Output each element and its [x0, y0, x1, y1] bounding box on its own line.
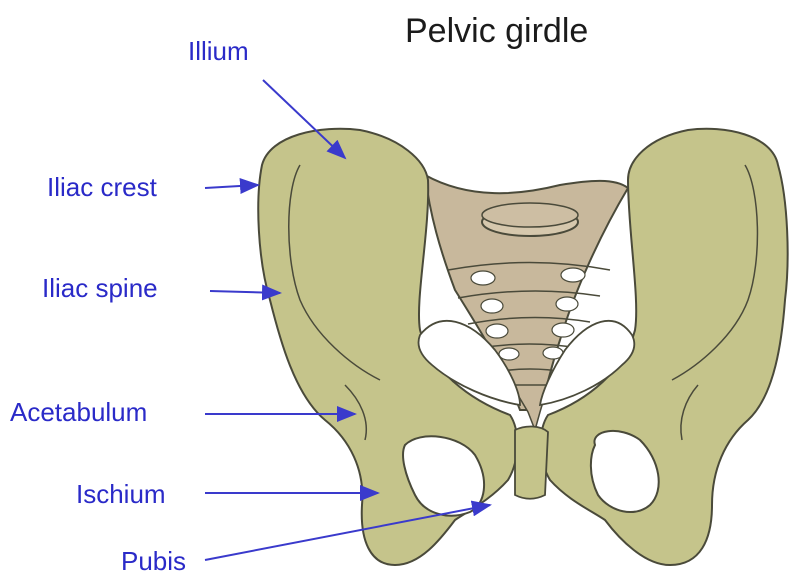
label-ilium: Illium [188, 36, 249, 67]
pubic-symphysis [515, 426, 548, 498]
diagram-title: Pelvic girdle [405, 12, 588, 51]
label-iliac-crest: Iliac crest [47, 172, 157, 203]
label-iliac-spine: Iliac spine [42, 273, 158, 304]
arrow-pubis [205, 505, 490, 560]
label-ischium: Ischium [76, 479, 166, 510]
label-acetabulum: Acetabulum [10, 397, 147, 428]
label-pubis: Pubis [121, 546, 186, 577]
arrow-iliac-crest [205, 185, 258, 188]
